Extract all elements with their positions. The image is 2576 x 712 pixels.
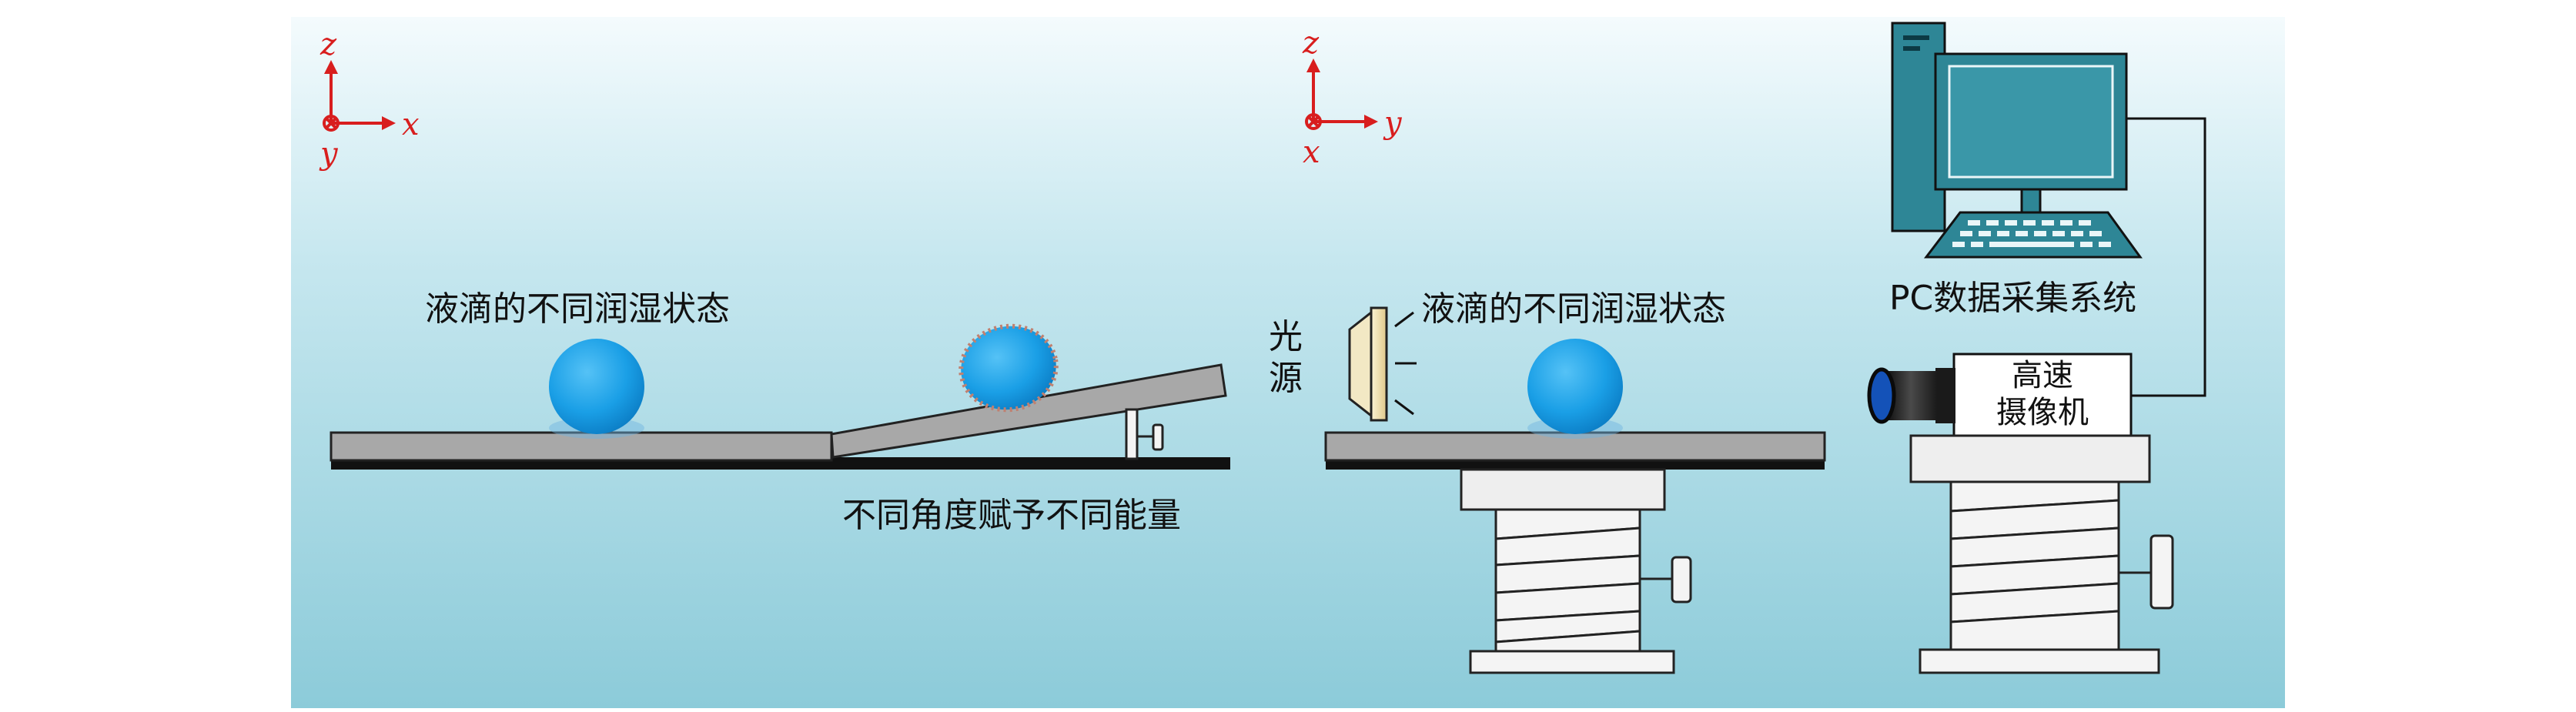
lift-top-block-right [1909, 434, 2151, 483]
stage-plate-middle [1324, 431, 1826, 462]
high-speed-camera [1867, 353, 2133, 437]
lift-top-block-middle [1460, 468, 1666, 511]
wetting-state-label-right: 液滴的不同润湿状态 [1421, 289, 1726, 329]
lift-knob-middle [1671, 556, 1692, 603]
tilt-support [1125, 408, 1139, 460]
droplet-middle [1527, 339, 1623, 434]
right-lift [1909, 434, 2174, 674]
camera-lens-glass [1867, 367, 1896, 424]
flat-plate [330, 431, 833, 462]
lift-base-right [1919, 648, 2160, 674]
tilt-knob [1152, 423, 1164, 451]
axis-left-right-label: x [402, 107, 420, 142]
lift-scissor-middle [1494, 508, 1641, 653]
pc-system-label: PC数据采集系统 [1889, 279, 2137, 318]
camera-lens-ring [1935, 368, 1955, 423]
droplet-tilted [958, 323, 1059, 413]
axis-right-up-label: z [1303, 25, 1320, 61]
axis-left-up-label: z [320, 27, 337, 62]
pc-computer [1891, 22, 2143, 259]
tilted-plate [830, 363, 1227, 459]
middle-stage [1324, 339, 1826, 674]
axis-left-down-label: y [320, 136, 338, 172]
lift-base-middle [1469, 650, 1675, 674]
lift-scissor-right [1949, 480, 2120, 651]
light-source [1348, 306, 1417, 422]
axis-right-right-label: y [1384, 105, 1402, 141]
droplet-left [549, 339, 644, 434]
data-cable [2126, 117, 2206, 397]
axes-right [1305, 58, 1378, 130]
left-flat-plate-assembly [330, 323, 1230, 470]
axis-right-down-label: x [1303, 135, 1320, 170]
camera-label-line2: 摄像机 [1996, 395, 2089, 430]
light-source-label-line2: 源 [1269, 359, 1303, 398]
wetting-state-label-left: 液滴的不同润湿状态 [425, 289, 730, 329]
camera-body [1952, 353, 2133, 437]
pc-keyboard [1923, 211, 2143, 259]
camera-label-line1: 高速 [2012, 358, 2073, 393]
light-source-label-line1: 光 [1269, 317, 1303, 356]
lift-knob-right [2149, 534, 2174, 610]
axes-left [323, 60, 396, 132]
angle-energy-label: 不同角度赋予不同能量 [842, 496, 1181, 535]
